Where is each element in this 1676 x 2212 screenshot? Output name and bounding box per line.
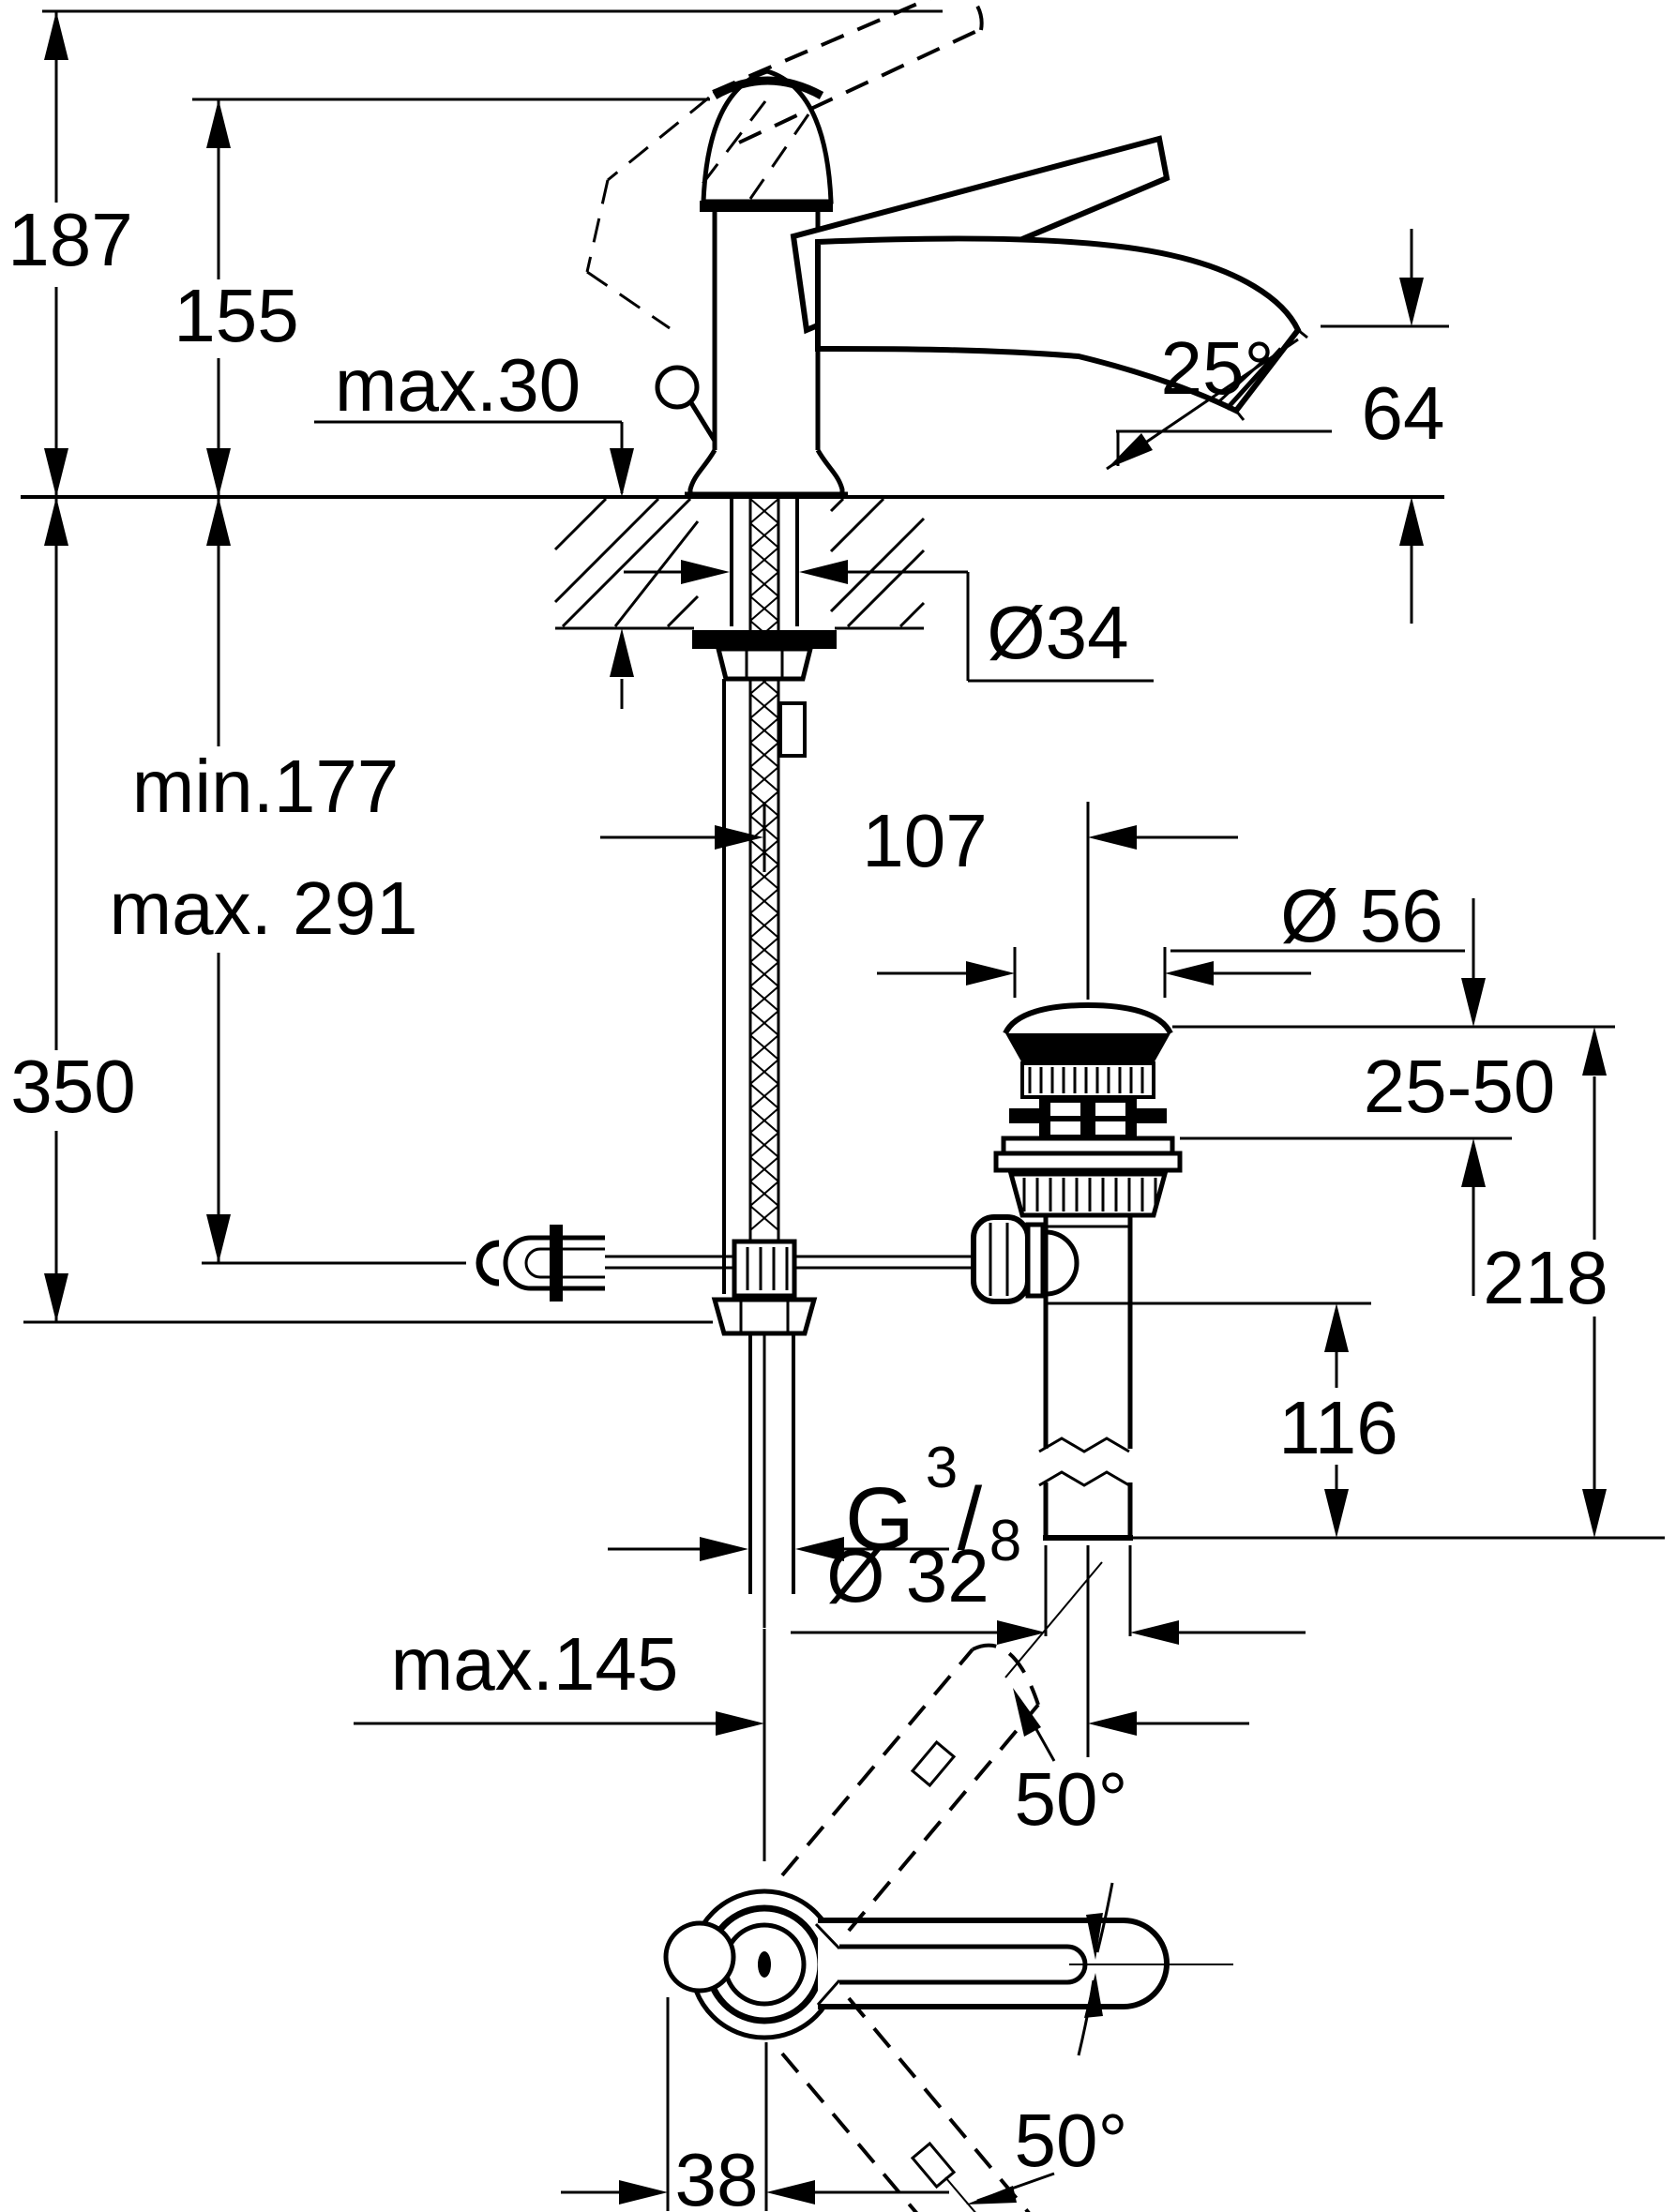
supply-pipes [748,1333,795,1628]
spout [815,235,1308,421]
dim-label-107: 107 [862,799,987,882]
dim-label-155: 155 [174,274,298,357]
dim-swivel-lower-50: 50° [966,2099,1127,2204]
handle-swivel-upper-dashed [780,1561,1103,1933]
rod-coupling-block [732,1239,797,1299]
dim-outlet-height-64: 64 [1321,229,1449,624]
cap-joint [700,201,833,212]
drain-valve-wheel [971,1214,1031,1304]
lift-rod-knob [655,365,700,410]
drain-side-tab [1137,1108,1167,1123]
dim-label-g: G [845,1469,914,1569]
swivel-joint-mark [910,2141,957,2189]
drain-flange-lower [993,1151,1183,1173]
dim-label-g-num: 3 [926,1436,958,1500]
hose-fitting-stub [778,701,807,758]
dim-center-to-drain-107: 107 [600,799,1238,1000]
dim-label-50-upper: 50° [1015,1757,1128,1841]
dim-label-min177: min.177 [132,745,400,828]
drain-side-tab [1009,1108,1039,1123]
linkage [476,1225,974,1336]
swivel-joint-mark [910,1739,957,1788]
dim-reach-max145: max.145 [354,1622,1249,1861]
mounting-nut [715,646,814,682]
dim-knob-offset-38: 38 [561,1997,949,2212]
dim-waste-diameter-32: Ø 32 [791,1534,1306,1757]
dim-label-25deg: 25° [1161,326,1275,410]
dim-cap-height-155: 155 [169,98,710,497]
mounting-washer [692,630,837,649]
aerator [1225,347,1283,411]
coupling-nut [711,1297,818,1336]
side-view [21,0,1444,1628]
dim-label-max291: max. 291 [109,866,417,950]
lift-rod-pin [687,399,717,443]
dim-label-187: 187 [8,198,132,281]
dim-hole-diameter-34: Ø34 [624,560,1154,683]
clevis [503,1235,605,1291]
drain-tailpipe [1043,1215,1133,1538]
dim-hose-min-max: min.177 max. 291 [83,497,466,1265]
drain-plug-cap [1003,1001,1173,1035]
dim-label-max30: max.30 [335,343,581,427]
dim-label-max145: max.145 [391,1622,679,1706]
dim-label-350: 350 [10,1045,135,1128]
lift-knob-top [663,1920,736,1994]
dimensions: 187 350 155 min.177 max. 291 [2,11,1665,2212]
center-slot [758,1951,771,1978]
swivel-sweep-arrows [1077,1882,1114,2056]
dim-flange-diameter-56: Ø 56 [877,874,1465,998]
clevis-pin [550,1225,563,1302]
dim-label-64: 64 [1362,371,1445,455]
top-view [663,1561,1233,2212]
handle-swivel-lower-dashed [780,1996,1031,2212]
dim-clamp-range-25-50: 25-50 [1172,898,1615,1296]
dim-label-d56: Ø 56 [1280,874,1442,957]
dim-spout-angle-25: 25° [1116,326,1332,466]
dim-label-116: 116 [1278,1386,1398,1469]
rod-end-loop [476,1240,500,1287]
drain-assembly [971,1001,1183,1541]
dim-drain-height-218: 218 [1482,1027,1608,1538]
dim-label-g-slash: / [958,1469,983,1569]
dim-label-25-50: 25-50 [1364,1045,1556,1128]
dim-overall-height-187: 187 [8,11,133,497]
dim-rod-length-350: 350 [2,497,713,1324]
dim-label-g-den: 8 [989,1509,1021,1573]
dim-tailpipe-116: 116 [1130,1302,1665,1540]
handle-top-view [814,1918,1233,2009]
dim-label-d32: Ø 32 [826,1534,989,1618]
faucet-body [585,68,848,499]
ball-joint [1045,1229,1080,1297]
dim-swivel-upper-50: 50° [1013,1688,1127,1841]
dim-deck-thickness-max30: max.30 [314,343,634,709]
dim-label-218: 218 [1483,1236,1608,1319]
dim-thread-g38: G 3 / 8 [608,1436,1021,1573]
pipe-break-symbol [1038,1437,1130,1487]
dim-label-38: 38 [675,2138,759,2212]
handle-raised-ghost [712,0,984,144]
dim-label-50-lower: 50° [1015,2099,1128,2182]
dim-label-d34: Ø34 [987,591,1128,674]
cartridge-cap [701,68,834,204]
